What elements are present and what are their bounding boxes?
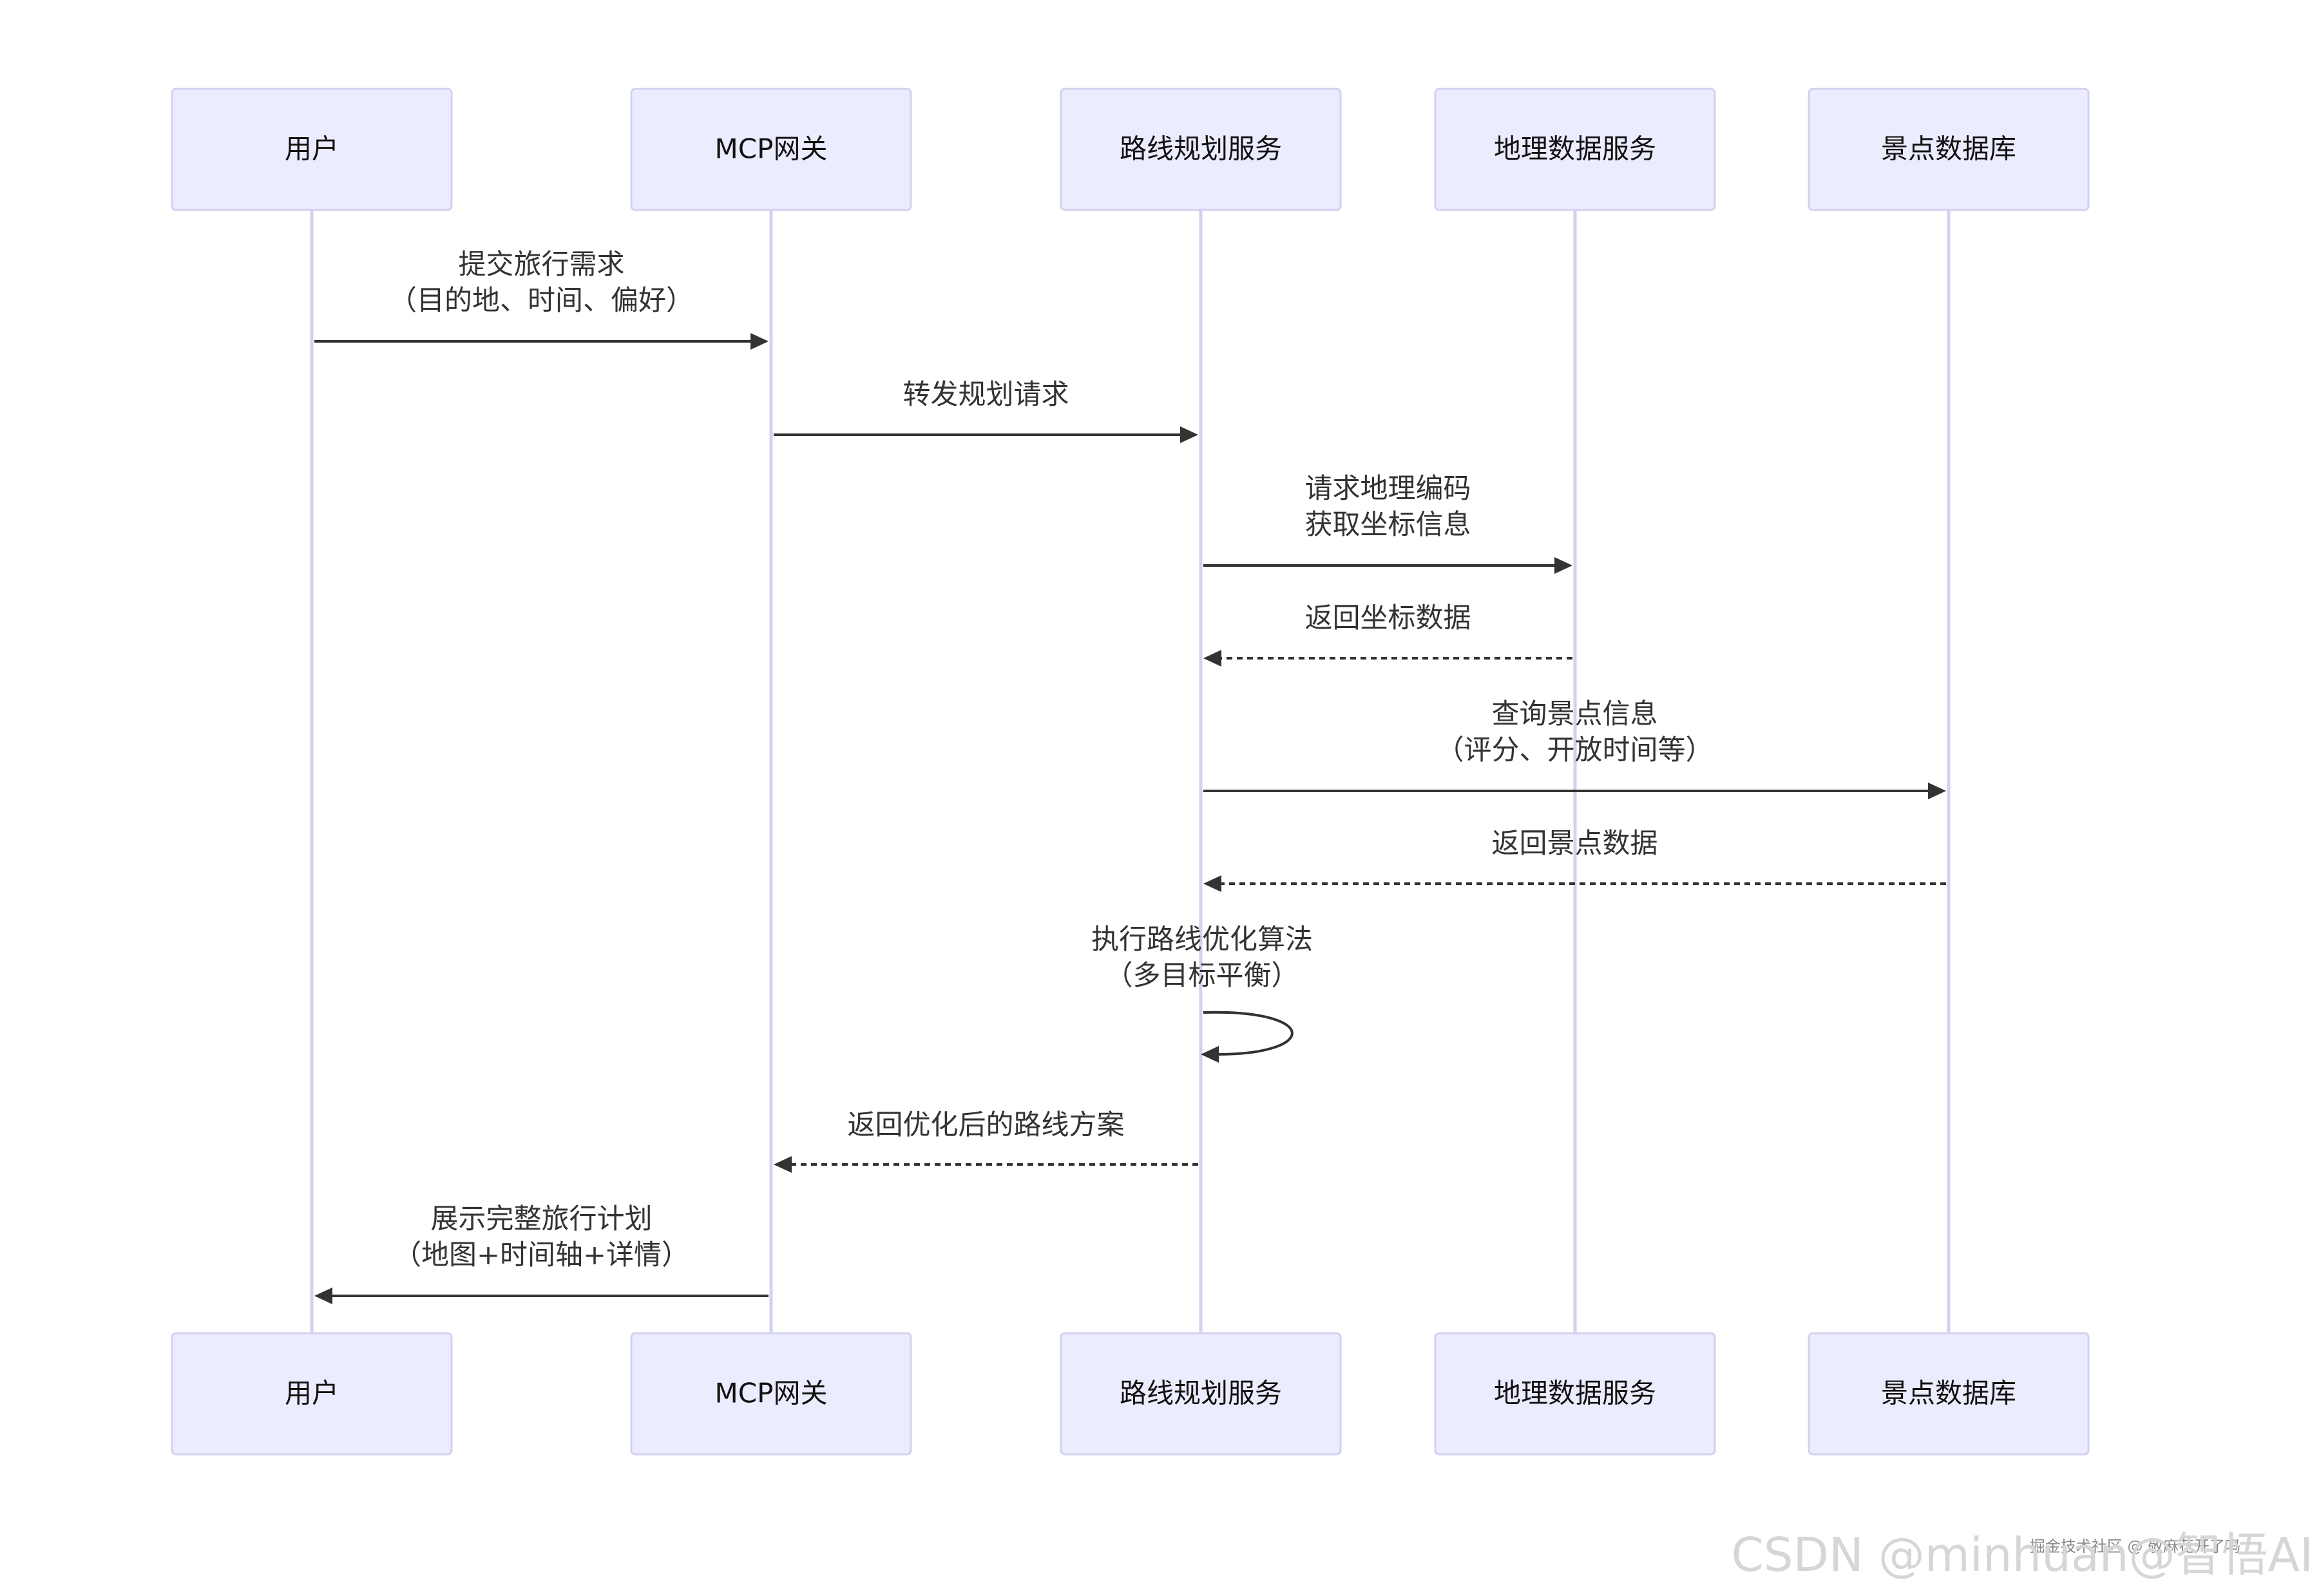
participant-geo-bottom: 地理数据服务 xyxy=(1434,1332,1716,1456)
participant-box xyxy=(1808,1332,2090,1456)
participant-label: 用户 xyxy=(285,133,339,165)
message-8: 返回优化后的路线方案 xyxy=(774,1109,1198,1173)
message-4: 返回坐标数据 xyxy=(1203,602,1572,667)
participant-gateway-top: MCP网关 xyxy=(630,88,912,211)
participant-label: 地理数据服务 xyxy=(1494,1378,1656,1409)
watermark-csdn: CSDN @minhuan@智悟AI xyxy=(1731,1528,2313,1582)
participant-box xyxy=(171,88,453,211)
participant-box xyxy=(171,1332,453,1456)
message-6: 返回景点数据 xyxy=(1203,828,1946,892)
participant-user-top: 用户 xyxy=(171,88,453,211)
participant-box xyxy=(1808,88,2090,211)
participant-box xyxy=(630,88,912,211)
message-label: 转发规划请求 xyxy=(903,379,1069,411)
participant-box xyxy=(1060,88,1342,211)
message-label: （地图+时间轴+详情） xyxy=(394,1239,689,1271)
arrowhead xyxy=(1554,557,1572,574)
arrowhead xyxy=(750,333,769,350)
arrowhead xyxy=(1928,783,1946,799)
participant-box xyxy=(1060,1332,1342,1456)
participant-label: 路线规划服务 xyxy=(1120,133,1282,165)
message-label: 获取坐标信息 xyxy=(1305,509,1471,541)
participant-poi-top: 景点数据库 xyxy=(1808,88,2090,211)
arrowhead xyxy=(1203,650,1221,667)
participant-box xyxy=(1434,1332,1716,1456)
message-label: 请求地理编码 xyxy=(1305,473,1471,505)
participant-label: 路线规划服务 xyxy=(1120,1378,1282,1409)
arrowhead xyxy=(1201,1046,1219,1063)
message-label: 返回优化后的路线方案 xyxy=(848,1109,1125,1141)
participant-poi-bottom: 景点数据库 xyxy=(1808,1332,2090,1456)
message-label: 返回景点数据 xyxy=(1492,828,1658,860)
message-9: 展示完整旅行计划 （地图+时间轴+详情） xyxy=(314,1203,769,1304)
participant-gateway-bottom: MCP网关 xyxy=(630,1332,912,1456)
message-label: 查询景点信息 xyxy=(1492,698,1658,730)
participant-label: 景点数据库 xyxy=(1881,1378,2016,1409)
participant-box xyxy=(1434,88,1716,211)
participant-label: 地理数据服务 xyxy=(1494,133,1656,165)
participant-route-bottom: 路线规划服务 xyxy=(1060,1332,1342,1456)
message-label: （多目标平衡） xyxy=(1105,960,1299,992)
watermark-juejin: 掘金技术社区 @ 敬麻花开了吗 xyxy=(2029,1537,2240,1555)
message-7: 执行路线优化算法 （多目标平衡） xyxy=(1091,924,1313,1063)
participant-box xyxy=(630,1332,912,1456)
arrowhead xyxy=(314,1287,332,1304)
message-label: 执行路线优化算法 xyxy=(1091,924,1313,956)
message-1: 提交旅行需求 （目的地、时间、偏好） xyxy=(314,249,769,350)
participant-label: MCP网关 xyxy=(715,1378,828,1409)
message-label: 展示完整旅行计划 xyxy=(431,1203,653,1235)
participant-geo-top: 地理数据服务 xyxy=(1434,88,1716,211)
participant-label: 景点数据库 xyxy=(1881,133,2016,165)
message-label: 返回坐标数据 xyxy=(1305,602,1471,634)
message-label: （评分、开放时间等） xyxy=(1437,734,1714,766)
participant-label: 用户 xyxy=(285,1378,339,1409)
lifelines xyxy=(310,210,1951,1333)
message-label: （目的地、时间、偏好） xyxy=(389,285,694,317)
self-loop-line xyxy=(1203,1011,1294,1056)
message-5: 查询景点信息 （评分、开放时间等） xyxy=(1203,698,1946,799)
participant-route-top: 路线规划服务 xyxy=(1060,88,1342,211)
messages: 提交旅行需求（目的地、时间、偏好）转发规划请求请求地理编码获取坐标信息返回坐标数… xyxy=(314,249,1946,1304)
arrowhead xyxy=(1203,875,1221,892)
participant-label: MCP网关 xyxy=(715,133,828,165)
participant-user-bottom: 用户 xyxy=(171,1332,453,1456)
arrowhead xyxy=(1180,426,1198,443)
message-2: 转发规划请求 xyxy=(774,379,1198,443)
arrowhead xyxy=(774,1156,792,1173)
message-label: 提交旅行需求 xyxy=(459,249,625,281)
participants: 用户用户MCP网关MCP网关路线规划服务路线规划服务地理数据服务地理数据服务景点… xyxy=(171,88,2090,1456)
